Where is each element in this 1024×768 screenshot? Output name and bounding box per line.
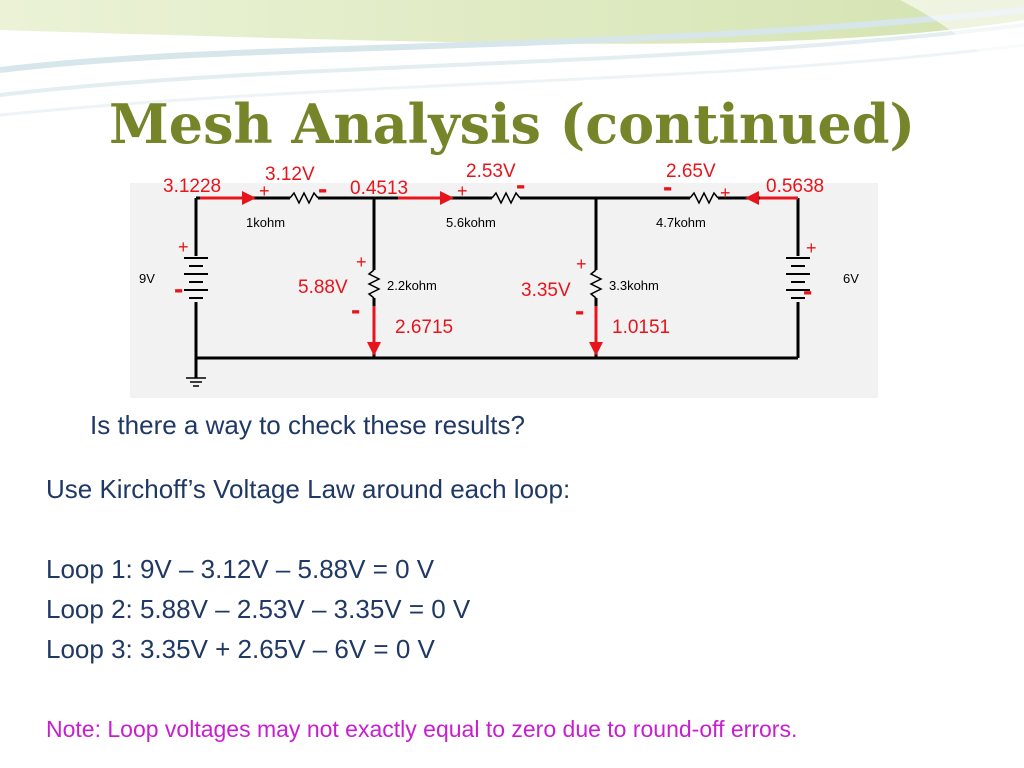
- kvl-intro: Use Kirchoff’s Voltage Law around each l…: [46, 474, 571, 504]
- polarity-minus: -: [516, 169, 525, 200]
- loop-3-equation: Loop 3: 3.35V + 2.65V – 6V = 0 V: [46, 634, 435, 664]
- polarity-plus: +: [576, 254, 587, 274]
- loop-2-equation: Loop 2: 5.88V – 2.53V – 3.35V = 0 V: [46, 594, 471, 624]
- slide-title: Mesh Analysis (continued): [108, 92, 916, 156]
- loop-1-equation: Loop 1: 9V – 3.12V – 5.88V = 0 V: [46, 554, 435, 584]
- polarity-minus: -: [174, 273, 183, 304]
- polarity-plus: +: [457, 181, 468, 201]
- battery-9v-icon: [184, 257, 208, 299]
- polarity-minus: -: [318, 173, 327, 204]
- check-question: Is there a way to check these results?: [90, 410, 525, 440]
- current-i4-value: 2.6715: [395, 317, 453, 338]
- current-i1-value: 3.1228: [163, 176, 221, 197]
- voltage-v1-value: 3.12V: [265, 164, 315, 185]
- polarity-minus: -: [803, 275, 812, 306]
- resistor-5k6-label: 5.6kohm: [446, 215, 496, 230]
- voltage-v2-value: 2.53V: [466, 161, 516, 182]
- polarity-minus: -: [351, 294, 360, 325]
- polarity-plus: +: [356, 252, 367, 272]
- roundoff-note: Note: Loop voltages may not exactly equa…: [46, 716, 798, 742]
- polarity-minus: -: [663, 171, 672, 202]
- polarity-plus: +: [178, 237, 189, 257]
- resistor-1k-label: 1kohm: [246, 215, 285, 230]
- current-arrows: [200, 191, 798, 356]
- current-i3-value: 0.5638: [766, 176, 824, 197]
- circuit-panel: [130, 183, 878, 398]
- battery-6v-icon: [786, 257, 810, 299]
- resistor-4k7-label: 4.7kohm: [656, 215, 706, 230]
- polarity-minus: -: [575, 295, 584, 326]
- polarity-plus: +: [806, 238, 817, 258]
- polarity-plus: +: [720, 183, 731, 203]
- resistor-2k2-label: 2.2kohm: [387, 278, 437, 293]
- voltage-v5-value: 3.35V: [521, 280, 571, 301]
- voltage-v4-value: 5.88V: [298, 277, 348, 298]
- source-6v-label: 6V: [843, 271, 859, 286]
- current-i5-value: 1.0151: [612, 317, 670, 338]
- source-9v-label: 9V: [139, 271, 155, 286]
- ground-icon: [186, 377, 206, 387]
- polarity-plus: +: [259, 181, 270, 201]
- resistor-3k3-label: 3.3kohm: [609, 278, 659, 293]
- voltage-v3-value: 2.65V: [666, 161, 716, 182]
- current-i2-value: 0.4513: [350, 178, 408, 199]
